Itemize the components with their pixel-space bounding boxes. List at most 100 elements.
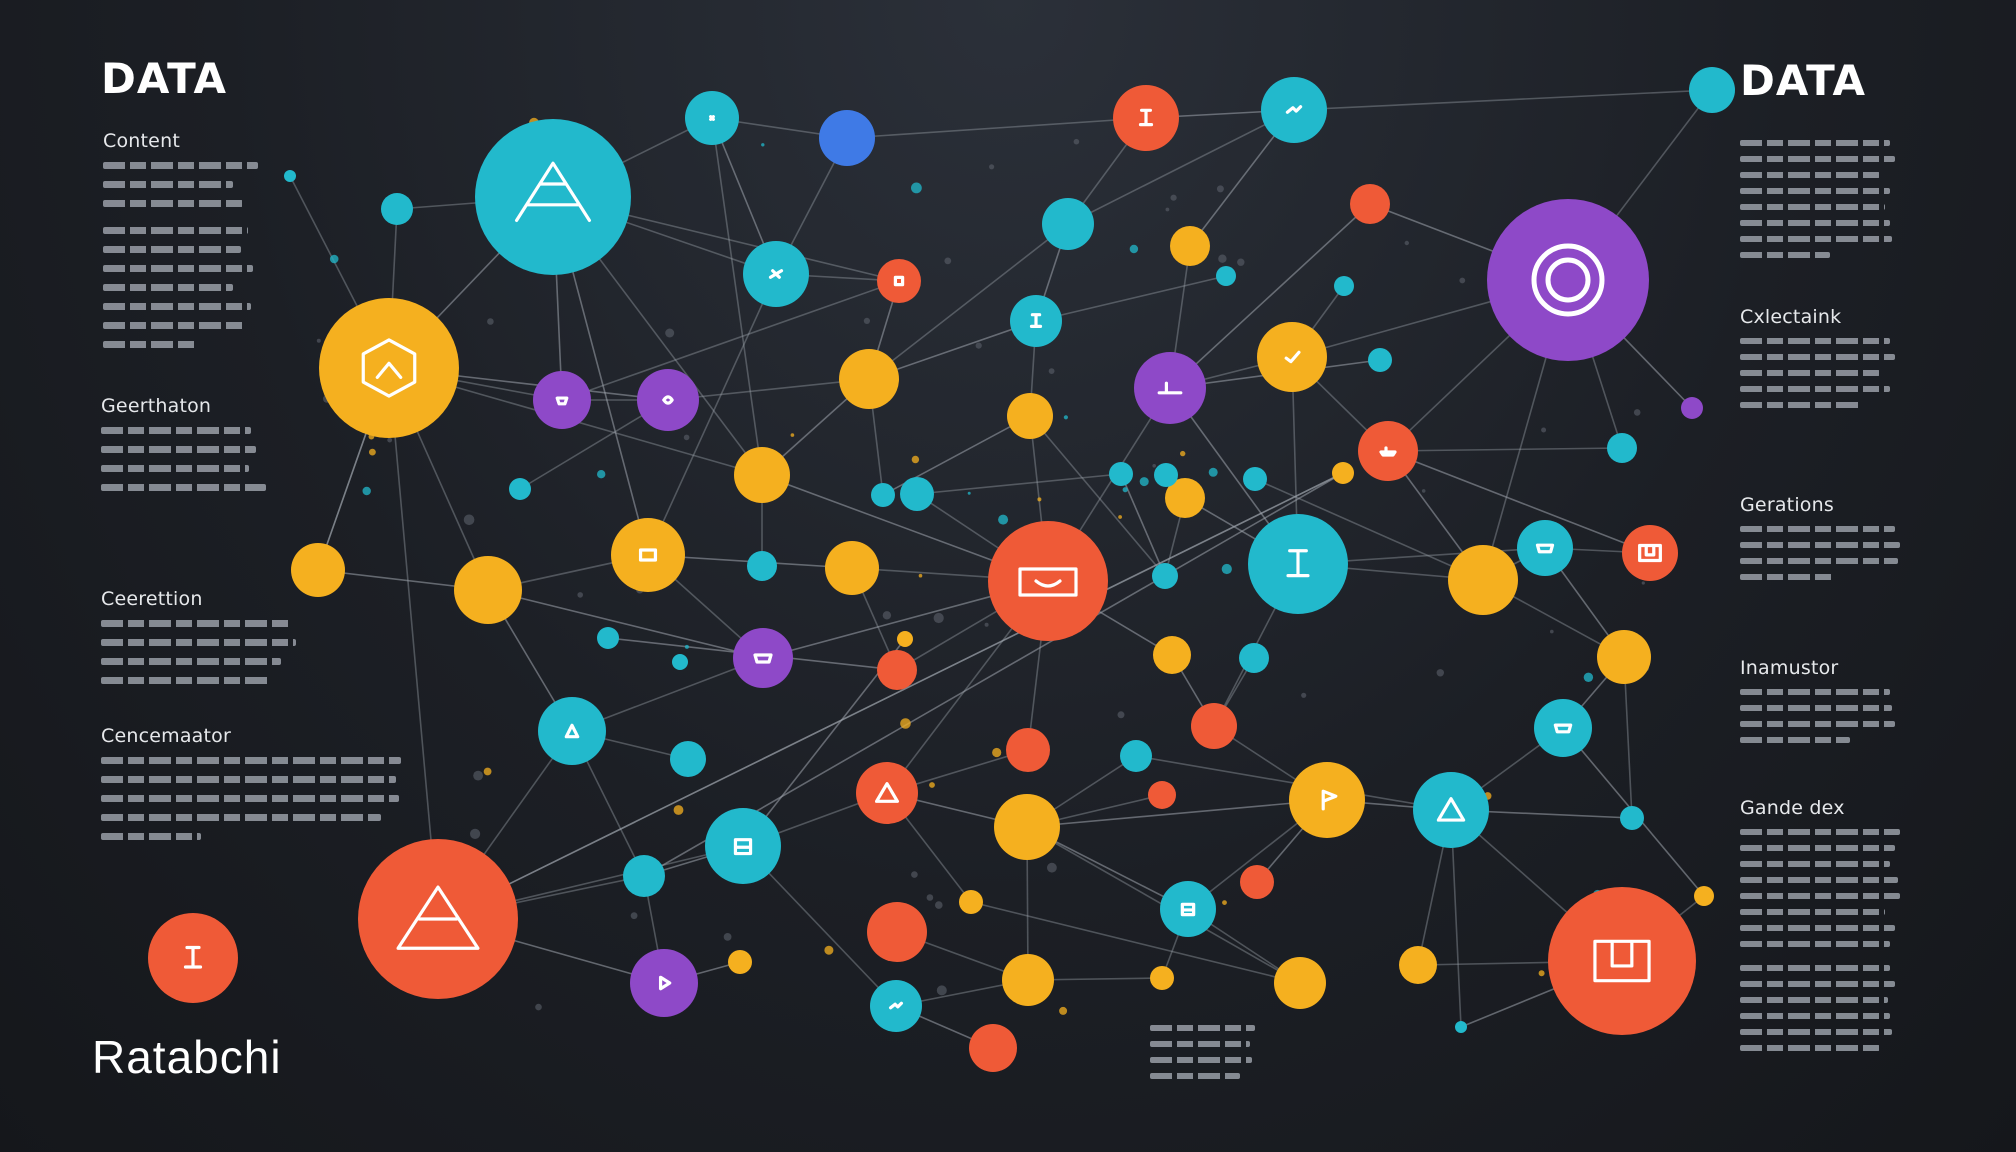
section-heading: Content bbox=[103, 130, 180, 152]
network-node bbox=[1261, 77, 1327, 143]
network-node bbox=[1455, 1021, 1467, 1033]
node-circle bbox=[454, 556, 522, 624]
node-circle bbox=[1694, 886, 1714, 906]
network-node bbox=[1150, 966, 1174, 990]
pin-icon bbox=[1138, 108, 1154, 127]
node-circle bbox=[1487, 199, 1649, 361]
network-edge bbox=[667, 378, 870, 401]
node-circle bbox=[1332, 462, 1354, 484]
network-node bbox=[1006, 728, 1050, 772]
network-node bbox=[1134, 352, 1206, 424]
particle-dot bbox=[761, 143, 765, 147]
network-node bbox=[533, 371, 591, 429]
network-node bbox=[1007, 393, 1053, 439]
text-block bbox=[101, 757, 411, 840]
node-circle bbox=[1152, 563, 1178, 589]
particle-dot bbox=[1216, 185, 1224, 193]
section-heading: Ceerettion bbox=[101, 588, 203, 610]
particle-dot bbox=[683, 434, 690, 441]
particle-dot bbox=[1152, 464, 1156, 468]
network-edge bbox=[846, 117, 1147, 139]
network-node bbox=[734, 447, 790, 503]
node-circle bbox=[1517, 520, 1573, 576]
tent-icon bbox=[1436, 797, 1466, 822]
stamp-icon bbox=[1553, 723, 1573, 734]
network-node bbox=[867, 902, 927, 962]
network-node bbox=[1152, 563, 1178, 589]
ruler-icon bbox=[515, 161, 591, 222]
node-circle bbox=[1620, 806, 1644, 830]
node-circle bbox=[1413, 772, 1489, 848]
network-node bbox=[509, 478, 531, 500]
particle-dot bbox=[577, 592, 583, 598]
network-node bbox=[871, 483, 895, 507]
node-circle bbox=[1622, 525, 1678, 581]
particle-dot bbox=[935, 901, 943, 909]
node-circle bbox=[672, 654, 688, 670]
network-edge bbox=[1387, 450, 1651, 554]
node-circle bbox=[1334, 276, 1354, 296]
network-edge bbox=[1254, 478, 1484, 581]
boat-icon bbox=[1379, 446, 1397, 457]
node-circle bbox=[623, 855, 665, 897]
particle-dot bbox=[918, 573, 923, 578]
particle-dot bbox=[1633, 409, 1641, 416]
right-section: Cxlectaink bbox=[1740, 306, 1900, 418]
particle-dot bbox=[369, 448, 376, 456]
network-node bbox=[1274, 957, 1326, 1009]
particle-dot bbox=[362, 486, 371, 496]
node-circle bbox=[1455, 1021, 1467, 1033]
title-top-right: DATA bbox=[1740, 56, 1867, 105]
node-circle bbox=[1154, 463, 1178, 487]
network-node bbox=[870, 980, 922, 1032]
wave-icon bbox=[1285, 105, 1303, 114]
network-edge bbox=[1035, 275, 1227, 322]
title-bottom-left: Ratabchi bbox=[92, 1031, 282, 1083]
section-heading: Geerthaton bbox=[101, 395, 212, 417]
node-circle bbox=[1689, 67, 1735, 113]
node-circle bbox=[637, 369, 699, 431]
hex-icon bbox=[361, 338, 417, 398]
network-edge bbox=[1029, 415, 1166, 577]
network-node bbox=[1042, 198, 1094, 250]
node-circle bbox=[734, 447, 790, 503]
tent-icon bbox=[874, 782, 900, 803]
ticket-icon bbox=[638, 548, 658, 562]
network-node bbox=[685, 91, 739, 145]
particle-dot bbox=[665, 328, 675, 338]
node-circle bbox=[994, 794, 1060, 860]
text-block bbox=[101, 620, 311, 684]
particle-dot bbox=[911, 455, 920, 464]
node-circle bbox=[1239, 643, 1269, 673]
particle-dot bbox=[790, 433, 795, 437]
particle-dot bbox=[316, 338, 321, 343]
node-circle bbox=[825, 541, 879, 595]
particle-dot bbox=[1459, 277, 1466, 284]
particle-dot bbox=[926, 894, 934, 901]
network-node bbox=[1399, 946, 1437, 984]
network-node bbox=[1239, 643, 1269, 673]
node-circle bbox=[1150, 966, 1174, 990]
network-node bbox=[672, 654, 688, 670]
network-node bbox=[1694, 886, 1714, 906]
right-section: Gerations bbox=[1740, 494, 1910, 590]
node-circle bbox=[533, 371, 591, 429]
network-node bbox=[1358, 421, 1418, 481]
network-node bbox=[1350, 184, 1390, 224]
network-node bbox=[705, 808, 781, 884]
network-edge bbox=[1293, 89, 1713, 111]
network-edge bbox=[1026, 799, 1328, 828]
particle-dot bbox=[992, 747, 1002, 758]
particle-dot bbox=[473, 770, 483, 781]
tri-icon bbox=[564, 723, 580, 739]
network-node bbox=[1487, 199, 1649, 361]
node-circle bbox=[877, 650, 917, 690]
node-circle bbox=[1170, 226, 1210, 266]
node-circle bbox=[856, 762, 918, 824]
particle-dot bbox=[684, 644, 689, 649]
network-node bbox=[291, 543, 345, 597]
particle-dot bbox=[989, 164, 995, 170]
target-icon bbox=[1531, 243, 1605, 317]
node-circle bbox=[839, 349, 899, 409]
particle-dot bbox=[1641, 581, 1645, 585]
